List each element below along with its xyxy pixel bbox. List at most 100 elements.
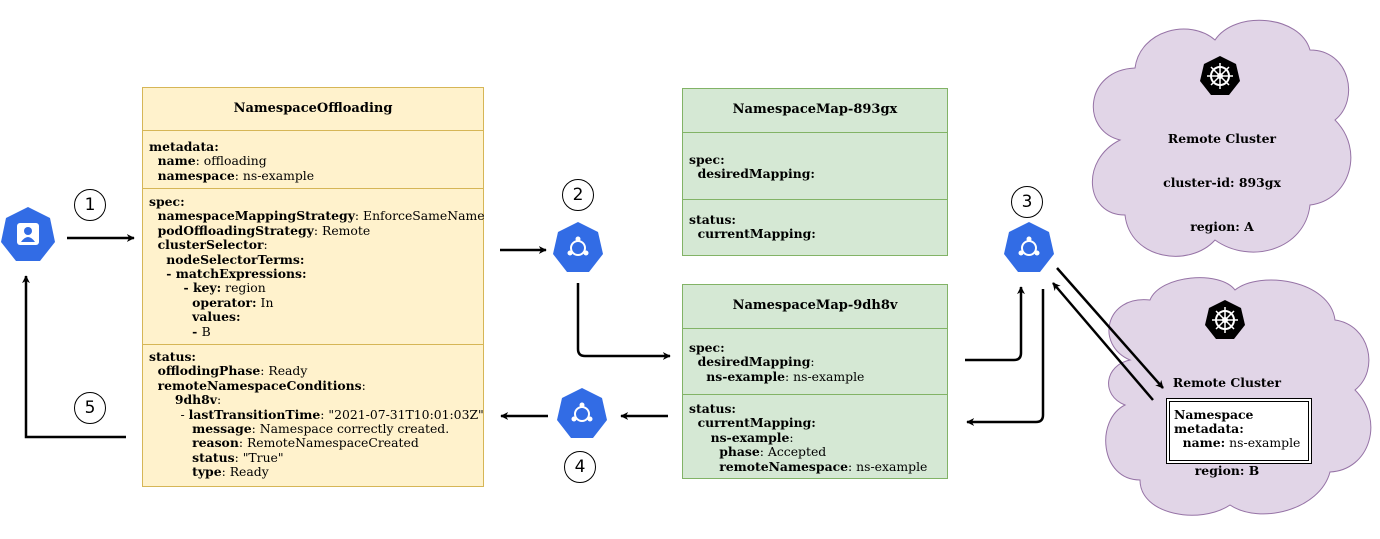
code-line: 9dh8v: xyxy=(149,393,477,407)
field-value: : Remote xyxy=(313,222,371,238)
field-key: type xyxy=(149,464,222,480)
arrow-offloading-status-to-user xyxy=(22,275,126,439)
field-key: namespace xyxy=(149,167,235,183)
field-key: desiredMapping: xyxy=(689,166,815,182)
field-key: name: xyxy=(1174,435,1226,450)
code-line: namespace: ns-example xyxy=(149,167,477,183)
remote-cluster-b-title: Remote Cluster xyxy=(1172,375,1282,391)
remote-cluster-a-title: Remote Cluster xyxy=(1167,131,1277,147)
code-line: remoteNamespace: ns-example xyxy=(689,458,941,474)
code-line: nodeSelectorTerms: xyxy=(149,252,477,267)
step-3-marker: 3 xyxy=(1011,186,1043,218)
namespace-map-9dh8v-spec: spec: desiredMapping: ns-example: ns-exa… xyxy=(683,328,947,394)
code-line: status: "True" xyxy=(149,449,477,465)
code-line: operator: In xyxy=(149,294,477,310)
namespace-map-9dh8v-title: NamespaceMap-9dh8v xyxy=(732,298,898,314)
code-line: spec: xyxy=(149,194,477,209)
field-value: : xyxy=(810,354,815,370)
code-line: - lastTransitionTime: "2021-07-31T10:01:… xyxy=(149,406,484,422)
code-line: values: xyxy=(149,310,477,324)
code-line: message: Namespace correctly created. xyxy=(149,421,477,437)
field-key: ns-example xyxy=(689,429,790,445)
field-value: : xyxy=(263,237,268,253)
field-key: metadata: xyxy=(149,139,219,154)
field-key: spec: xyxy=(689,340,725,355)
step-5-marker: 5 xyxy=(74,392,106,424)
code-line: type: Ready xyxy=(149,465,477,479)
field-value: : xyxy=(217,392,222,408)
field-key: - xyxy=(149,323,202,339)
field-value: : offloading xyxy=(195,153,267,169)
field-key: offlodingPhase xyxy=(149,363,261,379)
code-line: spec: xyxy=(689,152,941,167)
namespace-offloading-title: NamespaceOffloading xyxy=(233,100,393,116)
field-key: status: xyxy=(689,212,737,227)
field-value: : ns-example xyxy=(848,458,928,474)
field-value: In xyxy=(256,294,274,310)
namespace-offloading-box: NamespaceOffloading metadata: name: offl… xyxy=(142,87,485,487)
namespace-map-9dh8v-status: status: currentMapping: ns-example: phas… xyxy=(683,394,947,478)
field-value: : "2021-07-31T10:01:03Z" xyxy=(320,406,484,422)
field-key: message xyxy=(149,421,252,437)
code-line: currentMapping: xyxy=(689,227,941,241)
field-key: status: xyxy=(689,401,737,416)
code-line: name: offloading xyxy=(149,154,477,168)
field-key: currentMapping: xyxy=(689,415,816,431)
kubernetes-helm-icon-cluster-b xyxy=(1205,300,1245,339)
field-value: : Accepted xyxy=(759,444,827,460)
code-line: offlodingPhase: Ready xyxy=(149,364,477,378)
namespace-map-893gx-title: NamespaceMap-893gx xyxy=(732,102,898,118)
field-key: lastTransitionTime xyxy=(188,406,321,422)
arrow-map-to-remote-controller xyxy=(965,286,1025,362)
field-value: region xyxy=(221,280,266,296)
field-value: ns-example xyxy=(1225,435,1301,450)
field-key: ns-example xyxy=(689,368,786,384)
field-key: phase xyxy=(689,444,760,460)
code-line: - matchExpressions: xyxy=(149,266,477,281)
code-line: name: ns-example xyxy=(1174,436,1304,450)
controller-icon-step-3 xyxy=(1004,222,1054,272)
code-line: desiredMapping: xyxy=(689,167,941,181)
field-value: : EnforceSameName xyxy=(354,208,485,224)
code-line: namespaceMappingStrategy: EnforceSameNam… xyxy=(149,208,485,224)
user-icon xyxy=(1,207,55,261)
field-key: desiredMapping xyxy=(689,354,811,370)
remote-cluster-a-label: Remote Cluster cluster-id: 893gx region:… xyxy=(1152,103,1292,264)
code-line: - key: region xyxy=(149,281,477,295)
namespace-offloading-metadata: metadata: name: offloading namespace: ns… xyxy=(143,130,483,188)
remote-cluster-a-region: region: A xyxy=(1190,218,1254,234)
namespace-offloading-status: status: offlodingPhase: Ready remoteName… xyxy=(143,344,484,486)
field-key: spec: xyxy=(689,152,725,167)
field-key: status xyxy=(149,449,235,465)
field-value: : RemoteNamespaceCreated xyxy=(238,435,419,451)
field-key: values: xyxy=(149,309,241,325)
code-line: metadata: xyxy=(149,139,477,154)
code-line: reason: RemoteNamespaceCreated xyxy=(149,436,477,450)
code-line: status: xyxy=(689,212,941,227)
code-line: phase: Accepted xyxy=(689,445,941,459)
field-key: remoteNamespaceConditions xyxy=(149,377,362,393)
code-line: podOffloadingStrategy: Remote xyxy=(149,222,477,238)
field-key: namespaceMappingStrategy xyxy=(149,208,355,224)
field-key: metadata: xyxy=(1174,421,1244,436)
namespace-map-893gx-spec: spec: desiredMapping: xyxy=(683,132,947,199)
code-line: status: xyxy=(689,401,941,416)
step-4-marker: 4 xyxy=(564,451,596,483)
code-line: clusterSelector: xyxy=(149,238,477,252)
code-line: metadata: xyxy=(1174,422,1304,436)
kubernetes-helm-icon-cluster-a xyxy=(1200,56,1240,95)
code-line: status: xyxy=(149,349,477,364)
code-line: ns-example: xyxy=(689,429,941,445)
code-line: ns-example: ns-example xyxy=(689,368,941,384)
field-value: : "True" xyxy=(234,449,284,465)
field-key: podOffloadingStrategy xyxy=(149,222,314,238)
namespace-map-893gx-status: status: currentMapping: xyxy=(683,199,947,255)
field-key: spec: xyxy=(149,194,185,209)
arrow-remote-controller-to-map-status xyxy=(966,289,1045,426)
field-key: - key: xyxy=(149,280,222,296)
code-line: remoteNamespaceConditions: xyxy=(149,377,477,393)
code-line: currentMapping: xyxy=(689,416,941,430)
field-key: remoteNamespace xyxy=(689,458,849,474)
controller-icon-step-4 xyxy=(557,388,607,438)
